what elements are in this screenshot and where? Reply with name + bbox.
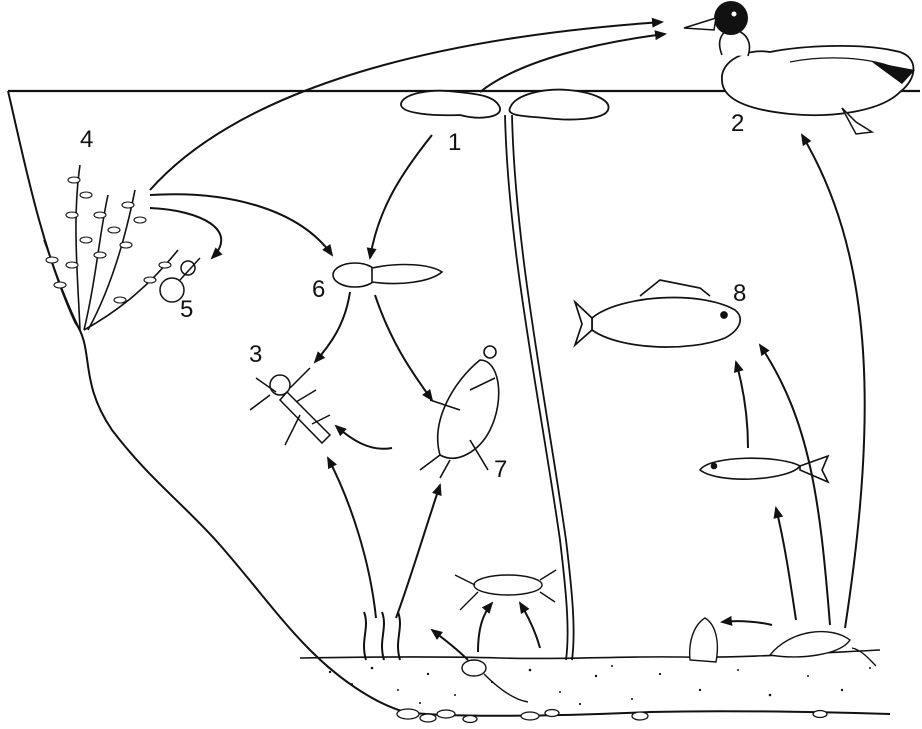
perch-fish <box>575 280 740 347</box>
arrow-pondweed-to-tadpole <box>150 194 332 255</box>
label-8: 8 <box>733 282 746 306</box>
label-2: 2 <box>731 112 744 136</box>
arrow-stickleback-to-perch <box>736 362 748 448</box>
arrow-debris-to-louse <box>520 603 540 648</box>
arrow-pondweed-to-snail <box>150 208 221 258</box>
arrow-worms-to-nymph <box>328 458 376 618</box>
arrow-beetle-to-nymph <box>336 426 392 449</box>
arrow-lily-to-tadpole <box>370 135 432 258</box>
pondweed <box>44 165 178 330</box>
label-4: 4 <box>80 128 93 152</box>
label-5: 5 <box>180 298 193 322</box>
water-beetle <box>420 346 499 478</box>
duck-head <box>714 1 748 35</box>
label-1: 1 <box>448 131 461 155</box>
arrow-lily-to-duck <box>480 34 665 92</box>
dragonfly-nymph <box>250 368 330 445</box>
duck-eye <box>732 12 737 17</box>
label-6: 6 <box>312 278 325 302</box>
label-7: 7 <box>494 458 507 482</box>
bloodworm <box>462 660 528 702</box>
duck-bill <box>684 18 716 30</box>
arrow-shrimp-to-perch <box>760 345 830 625</box>
duck-body <box>722 46 914 115</box>
arrow-bloodworm-to-left <box>432 630 468 660</box>
arrow-worms-to-beetle <box>396 485 440 618</box>
lily-pad-right <box>509 90 608 120</box>
freshwater-shrimp <box>770 632 876 666</box>
label-3: 3 <box>249 343 262 367</box>
water-louse <box>455 570 556 610</box>
duck <box>684 1 915 134</box>
arrow-bloodworm-to-louse <box>478 603 492 652</box>
arrow-tadpole-to-beetle <box>375 295 432 400</box>
arrow-shrimp-to-duck <box>802 135 865 628</box>
caddis-larva <box>690 618 718 662</box>
lily-pad-left <box>401 91 500 118</box>
tubifex-worms <box>364 612 400 660</box>
arrow-shrimp-to-stickleback <box>776 508 796 620</box>
tadpole <box>333 263 442 287</box>
arrow-shrimp-to-caddis <box>722 621 772 625</box>
sediment-speckle <box>329 665 871 705</box>
